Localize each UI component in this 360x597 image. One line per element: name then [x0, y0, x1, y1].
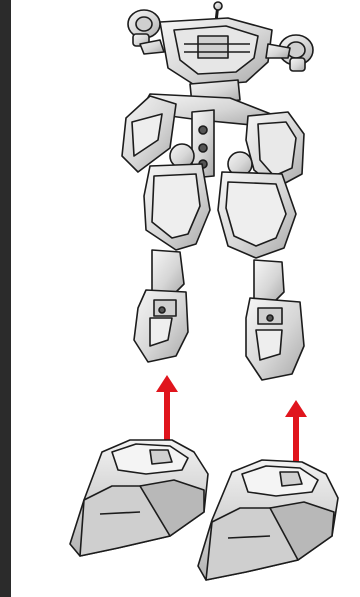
left-leg: [134, 250, 188, 362]
robot-upper-body: [122, 2, 313, 380]
right-leg: [246, 260, 304, 380]
left-foot-armor: [70, 440, 208, 556]
left-arm: [122, 96, 176, 172]
right-skirt-armor: [218, 172, 296, 258]
attach-right-foot-arrow: [285, 400, 307, 470]
right-foot-armor: [198, 460, 338, 580]
left-skirt-armor: [144, 164, 210, 250]
chest-block: [140, 18, 290, 86]
